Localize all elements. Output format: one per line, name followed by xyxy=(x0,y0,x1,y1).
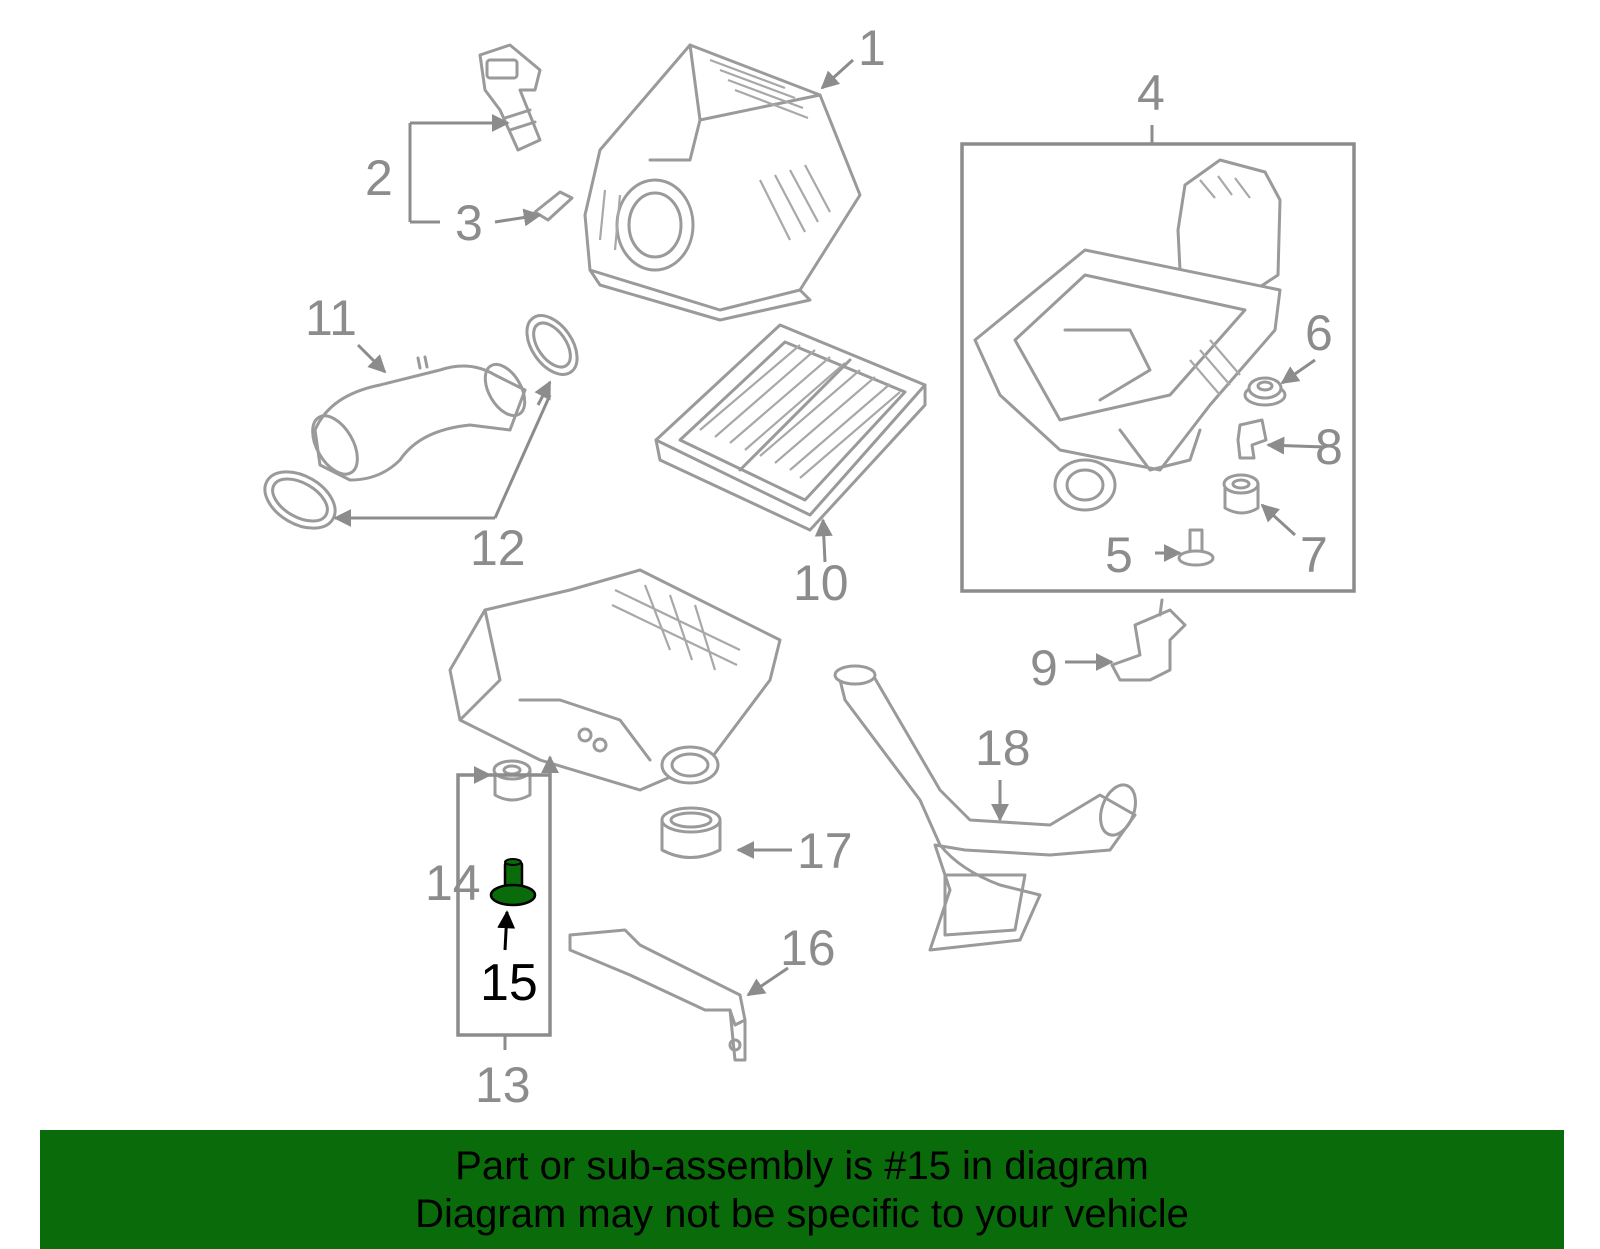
part-13-resonator-housing[interactable] xyxy=(448,568,782,792)
callout-17[interactable]: 17 xyxy=(797,823,853,879)
callout-11[interactable]: 11 xyxy=(305,290,357,346)
banner-line-part: Part or sub-assembly is #15 in diagram xyxy=(455,1144,1149,1188)
part-8-clip[interactable] xyxy=(1236,418,1268,460)
part-16-bracket[interactable] xyxy=(568,928,747,1062)
part-14-grommet[interactable] xyxy=(492,759,532,802)
part-4-lower-housing-assembly[interactable] xyxy=(960,142,1356,593)
callout-2[interactable]: 2 xyxy=(365,150,393,206)
callout-6[interactable]: 6 xyxy=(1305,305,1333,361)
part-9-bracket[interactable] xyxy=(1110,598,1187,682)
part-2-maf-sensor[interactable] xyxy=(478,43,542,152)
part-10-air-filter[interactable] xyxy=(654,323,927,532)
callout-4[interactable]: 4 xyxy=(1137,65,1165,121)
callout-1[interactable]: 1 xyxy=(858,20,886,76)
callout-18[interactable]: 18 xyxy=(975,720,1031,776)
callout-7[interactable]: 7 xyxy=(1300,527,1328,583)
part-6-grommet[interactable] xyxy=(1243,376,1287,407)
part-11-intake-duct[interactable] xyxy=(303,355,532,482)
part-3-gasket[interactable] xyxy=(533,190,574,222)
info-banner: Part or sub-assembly is #15 in diagram D… xyxy=(40,1130,1564,1249)
callout-9[interactable]: 9 xyxy=(1030,640,1058,696)
callout-8[interactable]: 8 xyxy=(1315,419,1343,475)
banner-line-disclaimer: Diagram may not be specific to your vehi… xyxy=(415,1192,1189,1236)
part-18-outlet-duct[interactable] xyxy=(833,664,1142,952)
part-12-clamps[interactable] xyxy=(255,306,587,539)
part-1-upper-housing[interactable] xyxy=(583,43,862,322)
callout-15[interactable]: 15 xyxy=(480,954,538,1012)
part-15-bolt-highlighted[interactable] xyxy=(489,858,537,907)
callout-14[interactable]: 14 xyxy=(425,855,481,911)
callout-5[interactable]: 5 xyxy=(1105,527,1133,583)
callout-16[interactable]: 16 xyxy=(780,920,836,976)
callout-12[interactable]: 12 xyxy=(470,520,526,576)
part-5-bolt[interactable] xyxy=(1177,528,1215,567)
callout-labels: 1 2 3 4 5 6 7 8 9 10 11 12 13 14 15 16 1… xyxy=(305,20,1343,1113)
part-7-grommet[interactable] xyxy=(1222,473,1260,515)
part-17-coupler[interactable] xyxy=(660,806,722,859)
callout-10[interactable]: 10 xyxy=(793,555,849,611)
callout-3[interactable]: 3 xyxy=(455,195,483,251)
callout-13[interactable]: 13 xyxy=(475,1057,531,1113)
leader-lines xyxy=(333,58,1326,1050)
